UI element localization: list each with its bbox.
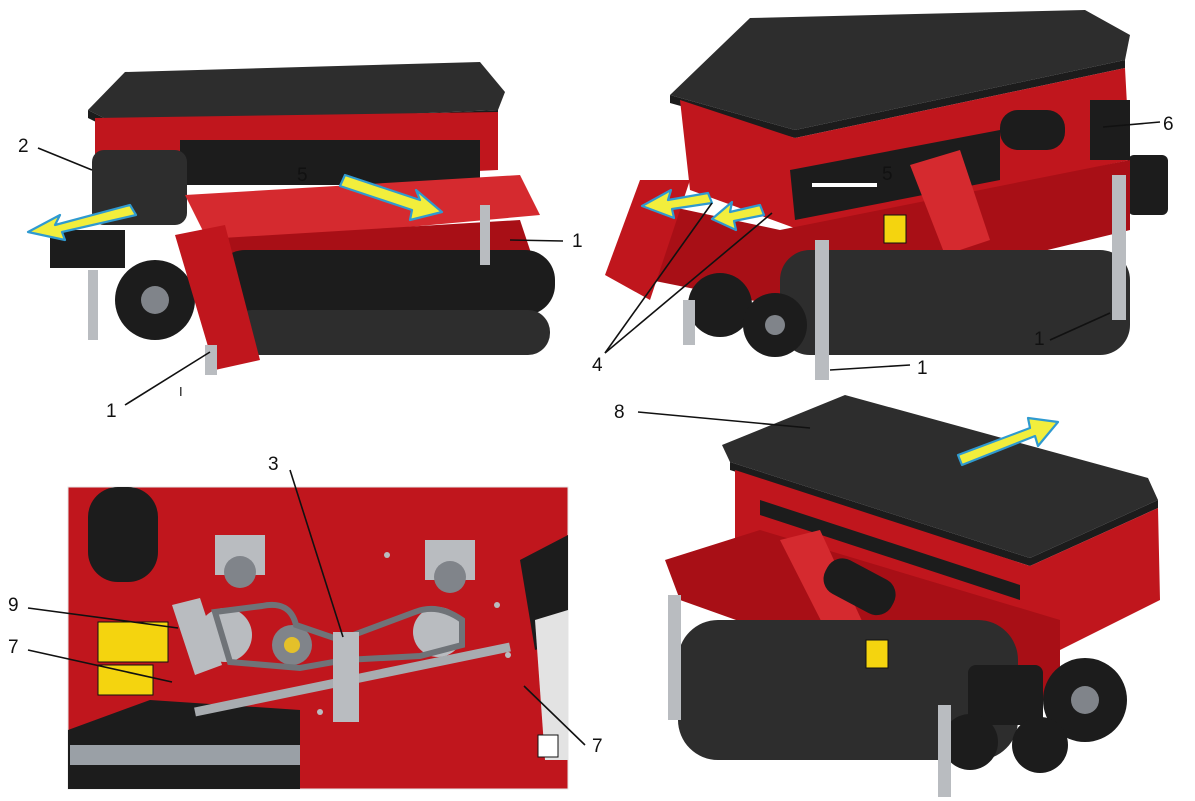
drive-gear-hub <box>141 286 169 314</box>
callout-label: 1 <box>917 358 928 379</box>
callout-label: 6 <box>1163 114 1174 135</box>
callout-label: 5 <box>297 165 308 186</box>
side-plate <box>175 225 260 370</box>
wheel <box>942 714 998 770</box>
rear-roller <box>230 310 550 355</box>
view-drive-detail: 3 9 7 7 <box>8 454 603 790</box>
callout-label: 2 <box>18 136 29 157</box>
view-rear-right: 6 5 4 1 1 <box>592 10 1174 380</box>
hopper-window <box>180 140 480 185</box>
callout-label: 5 <box>882 164 893 185</box>
support-leg <box>205 345 217 375</box>
mount-bracket <box>968 665 1043 725</box>
callout-label: I <box>179 384 183 399</box>
leader-line <box>1049 312 1111 341</box>
support-leg <box>480 205 490 265</box>
bolt <box>505 652 511 658</box>
leader-line <box>289 469 344 638</box>
idler-sprocket <box>434 561 466 593</box>
canister <box>88 487 158 582</box>
wheel <box>1012 717 1068 773</box>
support-leg <box>1112 175 1126 320</box>
leader-line <box>523 685 586 746</box>
warning-decal <box>865 639 889 669</box>
tray-rail <box>70 745 300 765</box>
leader-line <box>124 351 211 406</box>
leader-line <box>509 239 564 242</box>
tine-rotor <box>780 250 1130 355</box>
callout-label: 4 <box>592 355 603 376</box>
callout-label: 9 <box>8 595 19 616</box>
support-leg <box>683 300 695 345</box>
callout-label: 8 <box>614 402 625 423</box>
lever-arm <box>172 598 222 675</box>
callout-label: 1 <box>106 401 117 422</box>
warning-decal <box>97 621 169 663</box>
side-cover <box>92 150 187 225</box>
wheel-hub <box>765 315 785 335</box>
hydraulic-cylinder <box>823 558 896 616</box>
leader-line <box>27 607 179 629</box>
direction-arrow <box>26 203 138 242</box>
support-leg <box>938 705 951 797</box>
leader-line <box>604 212 773 354</box>
callout-label: 7 <box>8 637 19 658</box>
seed-tray <box>185 175 540 245</box>
leader-line <box>829 364 911 371</box>
view-rear-left: 8 <box>614 395 1160 797</box>
hopper-lid <box>722 395 1158 558</box>
stripe-mark <box>812 183 877 187</box>
callout-label: 3 <box>268 454 279 475</box>
seed-tray <box>68 700 300 789</box>
callout-label: 1 <box>1034 329 1045 350</box>
direction-arrow <box>640 188 714 220</box>
leader-line <box>37 147 93 171</box>
idler-sprocket <box>224 556 256 588</box>
stripe-mark <box>224 185 284 189</box>
metering-rail <box>760 500 1020 600</box>
leader-line <box>1102 121 1161 128</box>
hopper-lid <box>88 62 505 126</box>
direction-arrow <box>338 173 444 222</box>
support-leg <box>668 595 681 720</box>
view-front-left: 2 5 1 1 I <box>18 62 583 422</box>
support-leg <box>815 240 829 380</box>
driven-sprocket <box>413 607 463 657</box>
control-box <box>1090 100 1130 160</box>
side-panel <box>535 610 568 760</box>
drive-gear-hub <box>1071 686 1099 714</box>
bolt <box>317 709 323 715</box>
hopper-lid <box>670 10 1130 130</box>
clamp-plate <box>333 632 359 722</box>
warning-decal <box>97 664 154 696</box>
callout-label: 7 <box>592 736 603 757</box>
hydraulic-cylinder <box>1000 110 1065 150</box>
direction-arrow <box>710 200 766 232</box>
leader-line <box>604 202 713 354</box>
sprocket-hub <box>284 637 300 653</box>
direction-arrow <box>956 416 1060 467</box>
callout-label: 1 <box>572 231 583 252</box>
support-leg <box>88 270 98 340</box>
info-decal <box>537 734 559 758</box>
hopper-window <box>790 130 1000 220</box>
packer-roller <box>215 250 555 315</box>
leader-line <box>637 411 811 429</box>
motor-housing <box>1128 155 1168 215</box>
leader-line <box>27 649 173 683</box>
three-point-hitch <box>910 150 990 255</box>
bolt <box>384 552 390 558</box>
warning-decal <box>883 214 907 244</box>
tine-rotor <box>678 620 1018 760</box>
wheel <box>688 273 752 337</box>
drive-chain <box>211 601 465 672</box>
bolt <box>494 602 500 608</box>
